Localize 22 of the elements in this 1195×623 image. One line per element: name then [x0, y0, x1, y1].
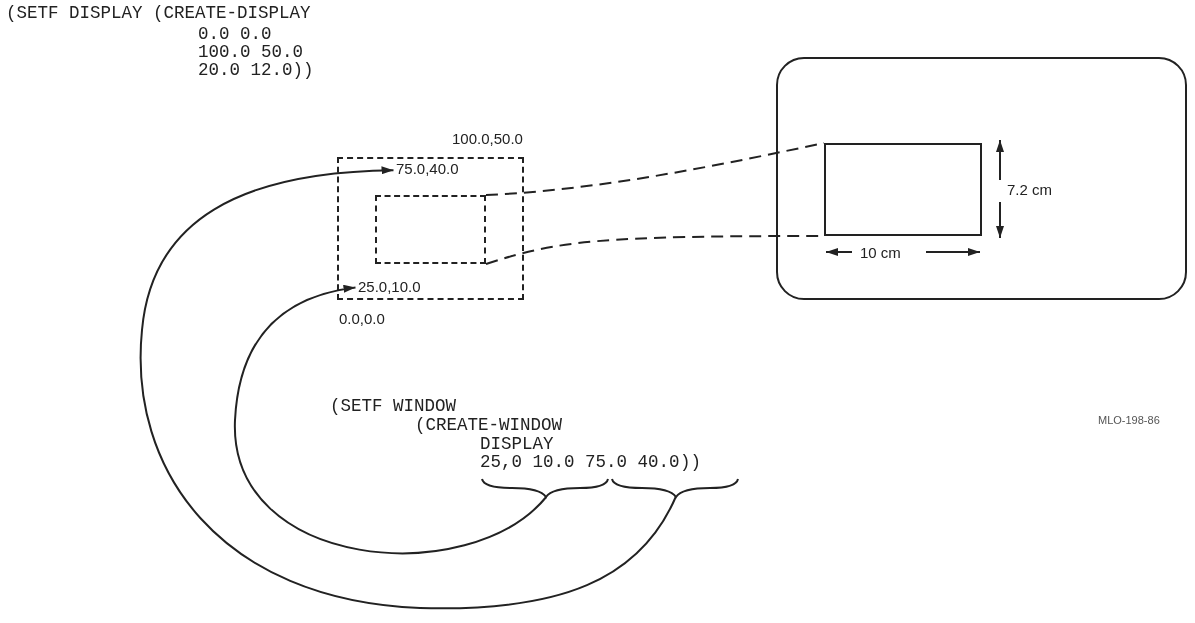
screen-outline [776, 57, 1187, 300]
code-text: 75.0 40.0 [585, 452, 680, 472]
coordinate-label: 75.0,40.0 [396, 160, 459, 177]
code-text: (SETF DISPLAY (CREATE-DISPLAY [6, 3, 311, 23]
code-text: 100.0 50.0 [198, 42, 304, 62]
dimension-label: 7.2 cm [1007, 181, 1052, 198]
coordinate-label: 0.0,0.0 [339, 310, 385, 327]
dimension-label: 10 cm [860, 244, 901, 261]
curved-arrow [139, 166, 677, 610]
code-text: 25,0 10.0 [480, 452, 575, 472]
code-text: DISPLAY [480, 434, 554, 454]
code-text: 20.0 12.0)) [198, 60, 314, 80]
coordinate-label: 25.0,10.0 [358, 278, 421, 295]
viewport-rectangle [824, 143, 982, 236]
code-text: )) [680, 452, 701, 472]
window-boundary [375, 195, 486, 264]
code-text: 0.0 0.0 [198, 24, 272, 44]
curved-arrow [234, 285, 548, 555]
figure-id: MLO-198-86 [1098, 413, 1160, 428]
coordinate-label: 100.0,50.0 [452, 130, 523, 147]
code-text: (CREATE-WINDOW [415, 415, 563, 435]
code-text: (SETF WINDOW [330, 396, 457, 416]
